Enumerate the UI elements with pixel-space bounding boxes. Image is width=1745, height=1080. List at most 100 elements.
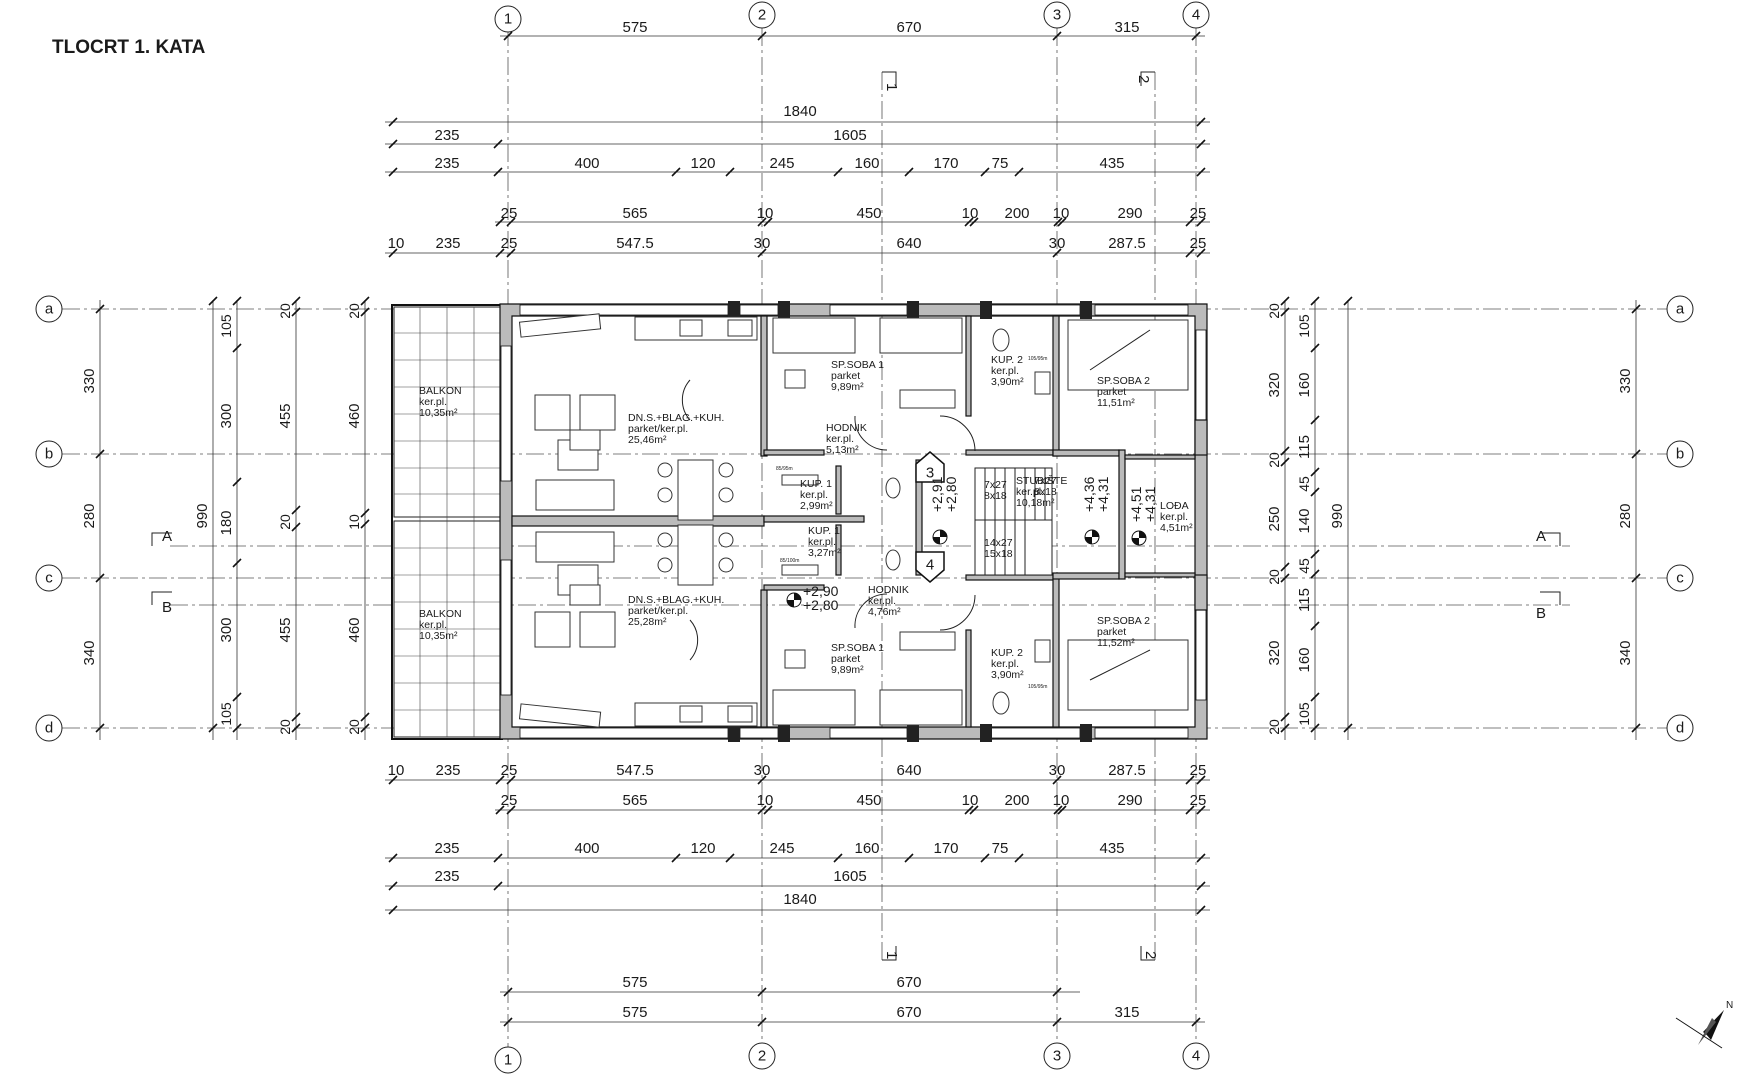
svg-text:+4,51: +4,51 (1128, 486, 1144, 522)
svg-text:105: 105 (218, 702, 234, 726)
svg-text:10: 10 (388, 762, 405, 779)
svg-text:670: 670 (896, 974, 921, 991)
svg-text:340: 340 (81, 640, 98, 665)
svg-text:200: 200 (1004, 205, 1029, 222)
room-name: KUP. 2 (991, 354, 1023, 366)
svg-text:460: 460 (346, 403, 363, 428)
svg-text:+2,91: +2,91 (929, 476, 945, 512)
svg-text:25: 25 (1190, 762, 1207, 779)
room-name: HODNIK (826, 422, 867, 434)
svg-text:11,51m²: 11,51m² (1097, 397, 1135, 409)
svg-text:200: 200 (1004, 792, 1029, 809)
svg-text:1605: 1605 (833, 127, 866, 144)
svg-text:287.5: 287.5 (1108, 762, 1146, 779)
svg-text:2,99m²: 2,99m² (800, 500, 833, 512)
svg-text:450: 450 (856, 792, 881, 809)
svg-text:ker.pl.: ker.pl. (419, 619, 447, 631)
svg-text:3,27m²: 3,27m² (808, 547, 841, 559)
svg-text:N: N (1726, 1000, 1733, 1011)
svg-text:5,13m²: 5,13m² (826, 444, 859, 456)
room-name: BALKON (419, 385, 462, 397)
svg-text:+2,80: +2,80 (803, 597, 839, 613)
svg-text:670: 670 (896, 1004, 921, 1021)
svg-text:105: 105 (1296, 702, 1312, 726)
svg-text:3: 3 (926, 465, 934, 482)
svg-text:115: 115 (1296, 588, 1313, 612)
svg-text:75: 75 (992, 155, 1009, 172)
svg-text:315: 315 (1114, 1004, 1139, 1021)
svg-text:parket: parket (831, 653, 860, 665)
svg-text:ker.pl.: ker.pl. (1160, 511, 1188, 523)
svg-text:1: 1 (883, 83, 900, 91)
svg-text:25: 25 (1190, 792, 1207, 809)
svg-text:245: 245 (769, 155, 794, 172)
svg-text:A: A (1536, 528, 1546, 545)
svg-text:115: 115 (1296, 435, 1313, 459)
svg-text:20: 20 (346, 719, 362, 735)
svg-text:1840: 1840 (783, 103, 816, 120)
svg-text:1840: 1840 (783, 891, 816, 908)
svg-text:450: 450 (856, 205, 881, 222)
svg-text:8x18: 8x18 (984, 490, 1007, 502)
svg-text:45: 45 (1296, 558, 1312, 574)
interior-walls (511, 315, 1208, 728)
column-axis-bubbles: 1 2 3 4 1 2 3 4 (494, 1, 1210, 1074)
svg-text:320: 320 (1266, 372, 1283, 397)
room-name: BALKON (419, 608, 462, 620)
svg-text:7x27: 7x27 (1034, 475, 1057, 487)
svg-text:250: 250 (1266, 506, 1283, 531)
svg-text:105: 105 (218, 314, 234, 338)
svg-text:290: 290 (1117, 792, 1142, 809)
svg-text:30: 30 (754, 235, 771, 252)
svg-text:1: 1 (504, 1052, 512, 1069)
svg-text:4,76m²: 4,76m² (868, 606, 901, 618)
svg-text:640: 640 (896, 235, 921, 252)
svg-text:280: 280 (1617, 503, 1634, 528)
svg-text:330: 330 (81, 368, 98, 393)
svg-text:280: 280 (81, 503, 98, 528)
svg-text:20: 20 (1266, 452, 1282, 468)
stair-markers: 3 4 (915, 451, 945, 583)
room-name: STUBIŠTE (1016, 474, 1067, 487)
svg-text:3: 3 (1053, 1048, 1061, 1065)
stair-labels: 7x27 8x18 7x27 8x18 14x27 15x18 (984, 475, 1057, 560)
svg-text:547.5: 547.5 (616, 235, 654, 252)
left-dimensions: 330 280 340 990 105 300 180 300 105 20 4… (81, 296, 370, 740)
svg-text:2: 2 (758, 1048, 766, 1065)
svg-text:10: 10 (388, 235, 405, 252)
svg-text:565: 565 (622, 792, 647, 809)
north-arrow-icon: N (1675, 1000, 1733, 1049)
svg-text:d: d (45, 720, 53, 737)
svg-text:455: 455 (277, 403, 294, 428)
svg-text:105/95m: 105/95m (1028, 356, 1047, 362)
svg-text:2: 2 (1135, 75, 1152, 83)
svg-text:340: 340 (1617, 640, 1634, 665)
svg-text:ker.pl.: ker.pl. (419, 396, 447, 408)
svg-text:85/100m: 85/100m (780, 558, 799, 564)
svg-text:20: 20 (346, 303, 362, 319)
svg-text:1605: 1605 (833, 868, 866, 885)
svg-text:320: 320 (1266, 640, 1283, 665)
svg-text:9,89m²: 9,89m² (831, 664, 864, 676)
svg-text:20: 20 (1266, 569, 1282, 585)
svg-text:565: 565 (622, 205, 647, 222)
svg-text:20: 20 (277, 303, 293, 319)
svg-text:180: 180 (218, 510, 235, 535)
svg-text:45: 45 (1296, 476, 1312, 492)
svg-text:4,51m²: 4,51m² (1160, 522, 1193, 534)
svg-text:+4,36: +4,36 (1081, 476, 1097, 512)
svg-text:990: 990 (194, 503, 211, 528)
svg-text:parket: parket (1097, 386, 1126, 398)
svg-text:1: 1 (883, 951, 900, 959)
room-labels: BALKON ker.pl. 10,35m² DN.S.+BLAG.+KUH. … (419, 354, 1193, 681)
svg-text:20: 20 (277, 719, 293, 735)
svg-text:460: 460 (346, 617, 363, 642)
svg-text:575: 575 (622, 974, 647, 991)
room-name: KUP. 1 (800, 478, 832, 490)
svg-text:parket/ker.pl.: parket/ker.pl. (628, 605, 688, 617)
svg-text:990: 990 (1329, 503, 1346, 528)
svg-text:25: 25 (1190, 205, 1207, 222)
row-axis-bubbles: a b c d a b c d (35, 295, 1694, 742)
svg-text:c: c (1676, 570, 1684, 587)
